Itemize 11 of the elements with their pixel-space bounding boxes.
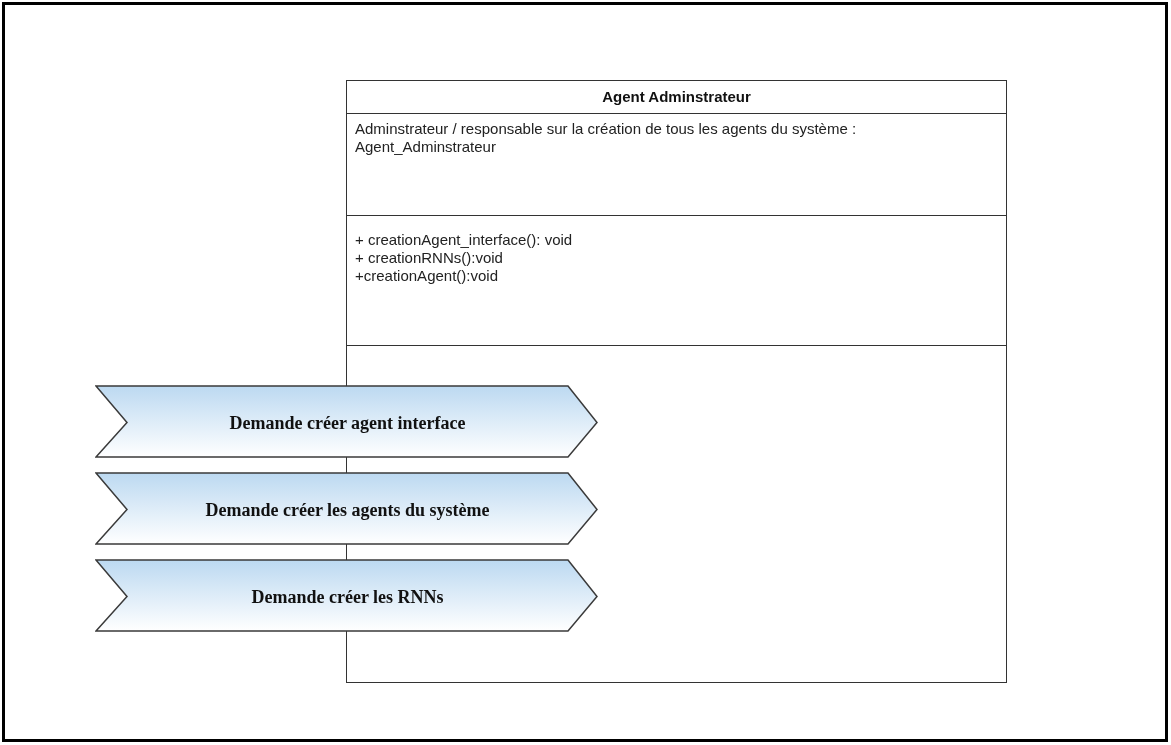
banner-text: Demande créer les agents du système (205, 498, 490, 521)
banner-text: Demande créer les RNNs (251, 585, 444, 608)
method-text: + creationAgent_interface(): void (355, 231, 574, 249)
chevron-banner (95, 472, 600, 547)
banner-text: Demande créer agent interface (229, 411, 466, 434)
class-title: Agent Adminstrateur (602, 86, 751, 107)
chevron-banner (95, 385, 600, 460)
method-text: +creationAgent():void (355, 267, 499, 285)
chevron-banner (95, 559, 600, 634)
class-description: Adminstrateur / responsable sur la création de tous les agents du système : Agent_Adminstrateur (355, 120, 858, 156)
method-text: + creationRNNs():void (355, 249, 504, 267)
